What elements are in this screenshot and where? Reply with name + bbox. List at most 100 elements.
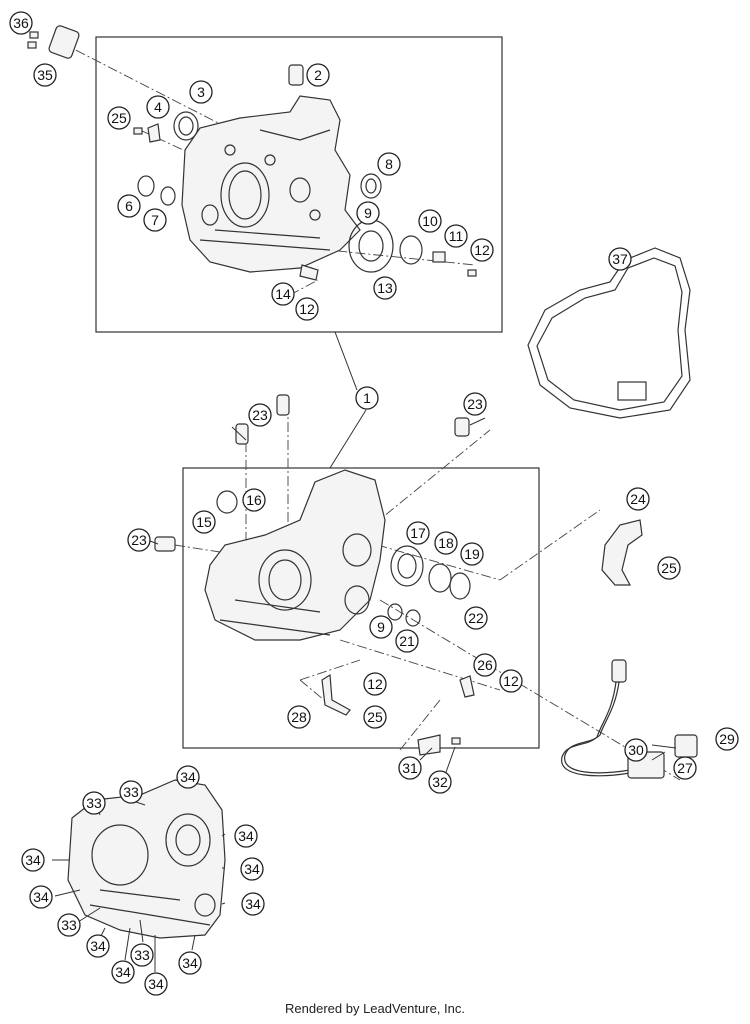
svg-text:34: 34 (245, 896, 261, 912)
svg-text:23: 23 (467, 396, 483, 412)
svg-text:27: 27 (677, 760, 693, 776)
crankcase-bolt-view-illustration (67, 779, 226, 939)
frame-link-line (334, 331, 358, 391)
svg-text:26: 26 (477, 657, 493, 673)
callout-26: 26 (473, 653, 497, 677)
svg-text:15: 15 (196, 514, 212, 530)
svg-text:31: 31 (402, 760, 418, 776)
callout-27: 27 (673, 756, 697, 780)
svg-text:3: 3 (197, 84, 205, 100)
callout-19: 19 (460, 542, 484, 566)
svg-text:25: 25 (367, 709, 383, 725)
callout-34-j: 34 (178, 951, 202, 975)
svg-text:23: 23 (131, 532, 147, 548)
callout-10: 10 (418, 209, 442, 233)
callout-23-left: 23 (127, 528, 151, 552)
callout-9-lower: 9 (369, 615, 393, 639)
svg-text:17: 17 (410, 525, 426, 541)
frame-link-line-2 (329, 409, 367, 469)
svg-text:6: 6 (125, 198, 133, 214)
svg-text:12: 12 (367, 676, 383, 692)
cover-illustration (601, 519, 643, 586)
svg-text:9: 9 (377, 619, 385, 635)
upper-assembly-frame (95, 36, 503, 333)
svg-text:34: 34 (238, 828, 254, 844)
callout-29: 29 (715, 727, 739, 751)
svg-text:23: 23 (252, 407, 268, 423)
callout-15: 15 (192, 510, 216, 534)
upper-small-parts (27, 25, 477, 281)
callout-6: 6 (117, 194, 141, 218)
svg-text:12: 12 (474, 242, 490, 258)
svg-text:18: 18 (438, 535, 454, 551)
callout-12-lower-left: 12 (363, 672, 387, 696)
svg-text:22: 22 (468, 610, 484, 626)
callout-25-right: 25 (657, 556, 681, 580)
callout-37: 37 (608, 247, 632, 271)
callout-34-b: 34 (234, 824, 258, 848)
upper-crankcase-illustration (181, 95, 361, 273)
callout-25-upper: 25 (107, 106, 131, 130)
callout-1: 1 (355, 386, 379, 410)
callout-17: 17 (406, 521, 430, 545)
svg-text:28: 28 (291, 709, 307, 725)
svg-text:33: 33 (123, 784, 139, 800)
svg-text:10: 10 (422, 213, 438, 229)
callout-32: 32 (428, 770, 452, 794)
gasket-illustration (527, 247, 691, 419)
callout-4: 4 (146, 95, 170, 119)
callout-30: 30 (624, 738, 648, 762)
callout-28: 28 (287, 705, 311, 729)
lower-crankcase-illustration (154, 394, 475, 716)
footer-credit: Rendered by LeadVenture, Inc. (285, 1001, 465, 1016)
svg-text:34: 34 (33, 889, 49, 905)
svg-text:12: 12 (503, 673, 519, 689)
lower-assembly-frame (182, 467, 540, 749)
callout-12-lower-right: 12 (499, 669, 523, 693)
svg-text:34: 34 (180, 769, 196, 785)
svg-text:34: 34 (115, 964, 131, 980)
svg-text:2: 2 (314, 67, 322, 83)
svg-text:1: 1 (363, 390, 371, 406)
svg-text:35: 35 (37, 67, 53, 83)
svg-text:14: 14 (275, 286, 291, 302)
svg-text:34: 34 (25, 852, 41, 868)
callout-34-c: 34 (21, 848, 45, 872)
callout-14: 14 (271, 282, 295, 306)
svg-text:19: 19 (464, 546, 480, 562)
callout-2: 2 (306, 63, 330, 87)
callout-8: 8 (377, 152, 401, 176)
callout-36: 36 (9, 11, 33, 35)
callout-13: 13 (373, 276, 397, 300)
callout-23-upper-left: 23 (248, 403, 272, 427)
svg-text:34: 34 (90, 938, 106, 954)
callout-12-upper-right: 12 (470, 238, 494, 262)
callout-31: 31 (398, 756, 422, 780)
callout-22: 22 (464, 606, 488, 630)
callout-34-g: 34 (86, 934, 110, 958)
callout-34-h: 34 (111, 960, 135, 984)
svg-text:7: 7 (151, 212, 159, 228)
svg-text:33: 33 (61, 917, 77, 933)
svg-text:12: 12 (299, 301, 315, 317)
svg-text:24: 24 (630, 491, 646, 507)
svg-text:11: 11 (449, 228, 464, 244)
svg-text:21: 21 (399, 633, 415, 649)
svg-text:33: 33 (134, 947, 150, 963)
svg-text:36: 36 (13, 15, 29, 31)
svg-text:25: 25 (661, 560, 677, 576)
bracket-illustration (417, 734, 461, 756)
svg-text:34: 34 (244, 861, 260, 877)
svg-text:9: 9 (364, 205, 372, 221)
svg-text:25: 25 (111, 110, 127, 126)
callout-9-upper: 9 (356, 201, 380, 225)
callout-25-lower: 25 (363, 705, 387, 729)
callout-34-f: 34 (241, 892, 265, 916)
svg-text:29: 29 (719, 731, 735, 747)
svg-text:4: 4 (154, 99, 162, 115)
callout-34-d: 34 (240, 857, 264, 881)
callout-34-i: 34 (144, 972, 168, 996)
callout-33-c: 33 (57, 913, 81, 937)
svg-text:30: 30 (628, 742, 644, 758)
callout-18: 18 (434, 531, 458, 555)
